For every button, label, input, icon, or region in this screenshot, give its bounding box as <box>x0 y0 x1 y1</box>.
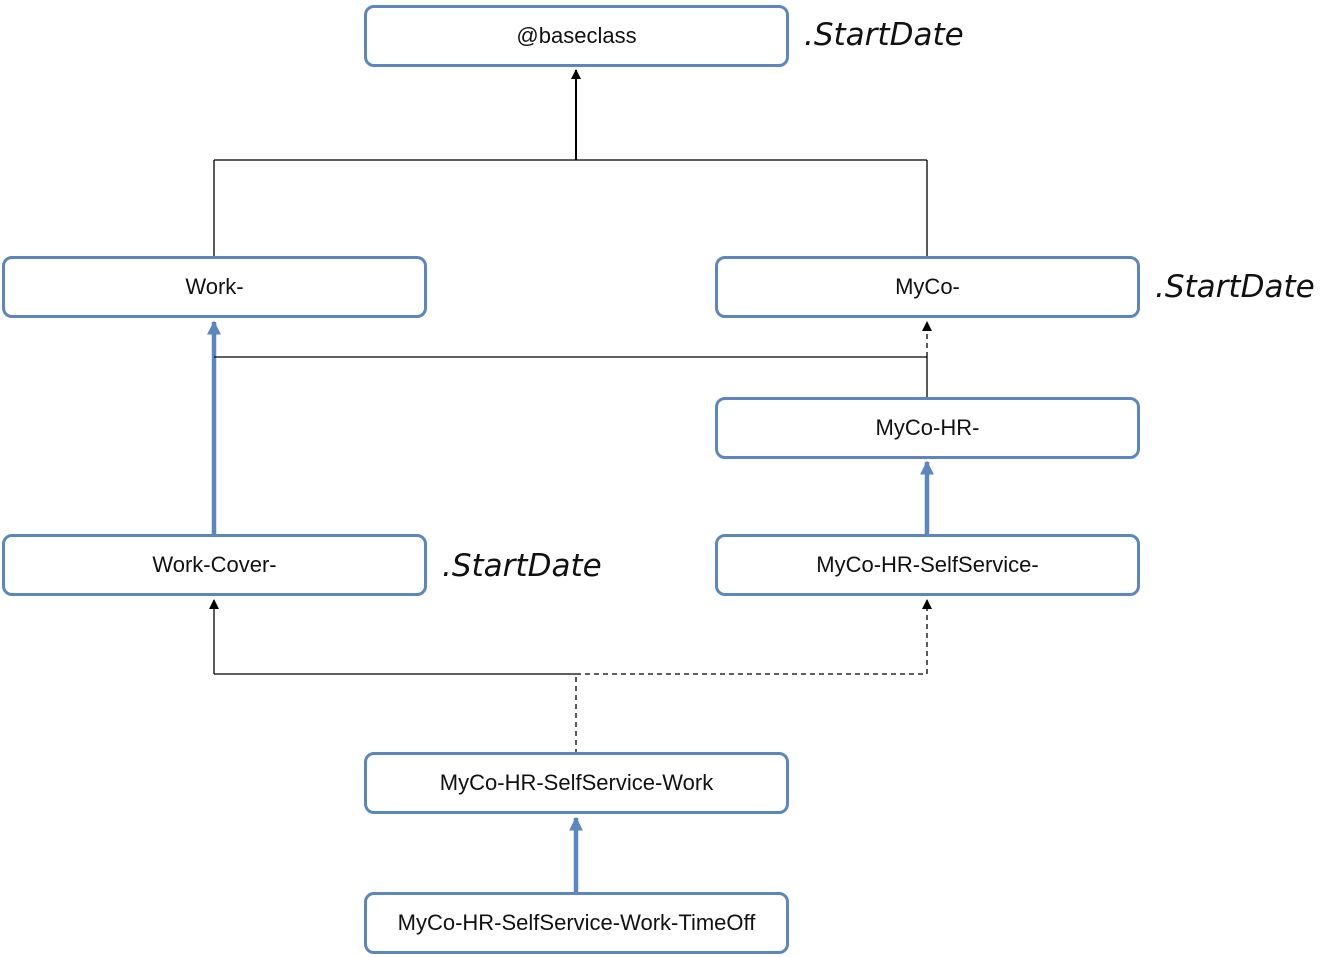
node-myco-hr-selfservice-work[interactable]: MyCo-HR-SelfService-Work <box>364 752 789 814</box>
node-myco-hr-selfservice[interactable]: MyCo-HR-SelfService- <box>715 534 1140 596</box>
node-myco[interactable]: MyCo- <box>715 256 1140 318</box>
node-work[interactable]: Work- <box>2 256 427 318</box>
node-label: @baseclass <box>516 23 637 48</box>
baseclass-property-label: .StartDate <box>804 17 964 53</box>
node-label: Work- <box>185 274 244 299</box>
node-myco-hr-selfservice-work-timeoff[interactable]: MyCo-HR-SelfService-Work-TimeOff <box>364 892 789 954</box>
node-work-cover[interactable]: Work-Cover- <box>2 534 427 596</box>
myco-property-label: .StartDate <box>1155 269 1315 305</box>
selfservice-work-multi-parent-connector <box>209 599 932 754</box>
work-and-myco-to-baseclass-connector <box>213 69 928 256</box>
node-label: MyCo- <box>895 274 960 299</box>
myco-hr-to-myco-connector <box>214 321 932 397</box>
node-label: MyCo-HR-SelfService-Work-TimeOff <box>397 910 756 935</box>
node-label: MyCo-HR-SelfService-Work <box>439 770 714 795</box>
node-baseclass[interactable]: @baseclass <box>364 5 789 67</box>
node-myco-hr[interactable]: MyCo-HR- <box>715 397 1140 459</box>
node-label: Work-Cover- <box>152 552 277 577</box>
node-label: MyCo-HR-SelfService- <box>816 552 1039 577</box>
node-label: MyCo-HR- <box>875 415 980 440</box>
work-cover-property-label: .StartDate <box>442 548 602 584</box>
